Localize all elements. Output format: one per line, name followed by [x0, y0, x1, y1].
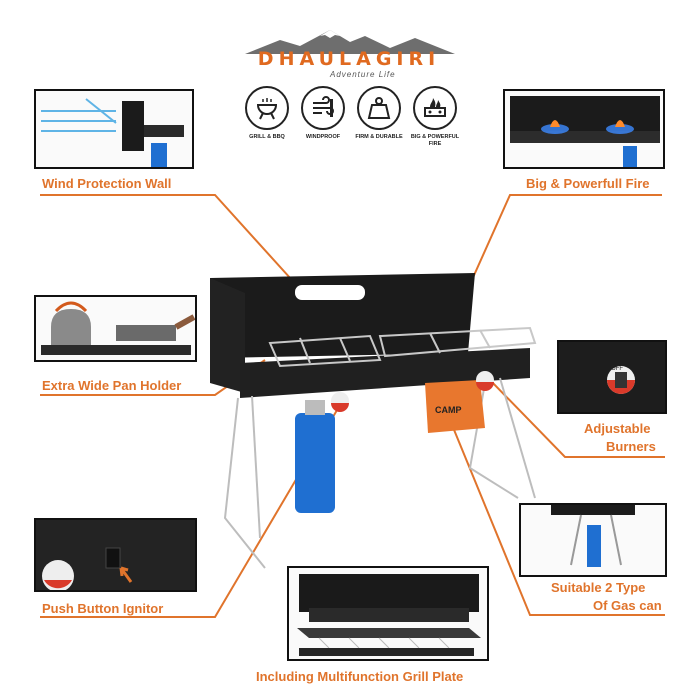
stove-product-image: CAMP	[200, 268, 560, 578]
callout-pan-holder: Extra Wide Pan Holder	[42, 378, 182, 393]
callout-big-fire: Big & Powerfull Fire	[526, 176, 650, 191]
callout-wind-protection: Wind Protection Wall	[42, 176, 172, 191]
brand-logo: DHAULAGIRI Adventure Life	[240, 26, 460, 79]
callout-ignitor: Push Button Ignitor	[42, 601, 164, 616]
gas-can-brand: CAMP	[435, 405, 462, 415]
inset-wind-protection	[34, 89, 194, 169]
feature-label: WINDPROOF	[305, 134, 341, 140]
callout-gas-1: Suitable 2 Type	[551, 580, 646, 595]
inset-ignitor	[34, 518, 197, 592]
inset-pan-holder	[34, 295, 197, 362]
feature-label: FIRM & DURABLE	[355, 134, 403, 140]
feature-powerful-fire: BIG & POWERFUL FIRE	[408, 86, 462, 148]
inset-adjustable-burners: OFF	[557, 340, 667, 414]
feature-label: BIG & POWERFUL FIRE	[410, 134, 460, 147]
knob-off-label: OFF	[611, 366, 623, 372]
windshield-handle-cutout	[295, 285, 365, 300]
mountain-logo-icon	[245, 30, 455, 54]
callout-adjustable-2: Burners	[606, 439, 656, 454]
wind-icon	[301, 86, 345, 130]
feature-label: GRILL & BBQ	[249, 134, 285, 140]
inset-big-fire	[503, 89, 665, 169]
brand-name: DHAULAGIRI	[257, 48, 441, 70]
feature-windproof: WINDPROOF	[296, 86, 350, 141]
grill-icon	[245, 86, 289, 130]
callout-adjustable-1: Adjustable	[584, 421, 651, 436]
inset-grill-plate	[287, 566, 489, 661]
feature-grill: GRILL & BBQ	[240, 86, 294, 141]
feature-durable: FIRM & DURABLE	[352, 86, 406, 141]
inset-gas-cans	[519, 503, 667, 577]
weight-icon	[357, 86, 401, 130]
callout-grill-plate: Including Multifunction Grill Plate	[256, 669, 464, 684]
feature-icons-row: GRILL & BBQ WINDPROOF FIRM & DURABLE BIG…	[238, 86, 468, 156]
stove-fire-icon	[413, 86, 457, 130]
brand-tagline: Adventure Life	[330, 70, 396, 79]
callout-gas-2: Of Gas can	[593, 598, 662, 613]
